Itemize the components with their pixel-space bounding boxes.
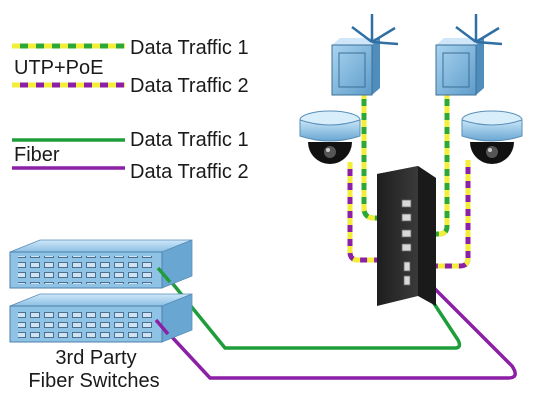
dome-camera-right [461,110,523,164]
fiber-switches-label-line-1: 3rd Party [55,347,136,369]
industrial-poe-switch [377,166,436,306]
legend: Data Traffic 1 UTP+PoE Data Traffic 2 Da… [12,37,249,183]
legend-label-utp-traffic-1: Data Traffic 1 [130,37,249,59]
fiber-cable-traffic-1 [158,266,462,350]
utp-cables [347,92,471,269]
legend-group-fiber: Fiber [14,144,60,166]
antenna-icon [351,14,399,46]
utp-cable-camera-right [410,160,471,269]
fiber-switch-top [9,239,193,289]
fiber-switch-bottom [9,293,193,343]
fiber-cables [156,266,517,380]
switch-ports [401,199,412,286]
access-point-left [331,14,399,96]
utp-cable-ap-right [410,92,450,237]
legend-group-utp: UTP+PoE [14,57,103,79]
fiber-switches-label-line-2: Fiber Switches [28,370,159,392]
legend-label-utp-traffic-2: Data Traffic 2 [130,75,249,97]
fiber-cable-traffic-2 [156,270,517,380]
utp-cable-camera-left [347,162,405,263]
legend-label-fiber-traffic-2: Data Traffic 2 [130,161,249,183]
fiber-port-link-2 [154,318,170,336]
legend-label-fiber-traffic-1: Data Traffic 1 [130,129,249,151]
dome-camera-left [299,110,361,164]
antenna-icon [455,14,503,46]
fiber-port-link-1 [156,266,172,284]
utp-cable-ap-left [361,92,403,221]
access-point-right [435,14,503,96]
